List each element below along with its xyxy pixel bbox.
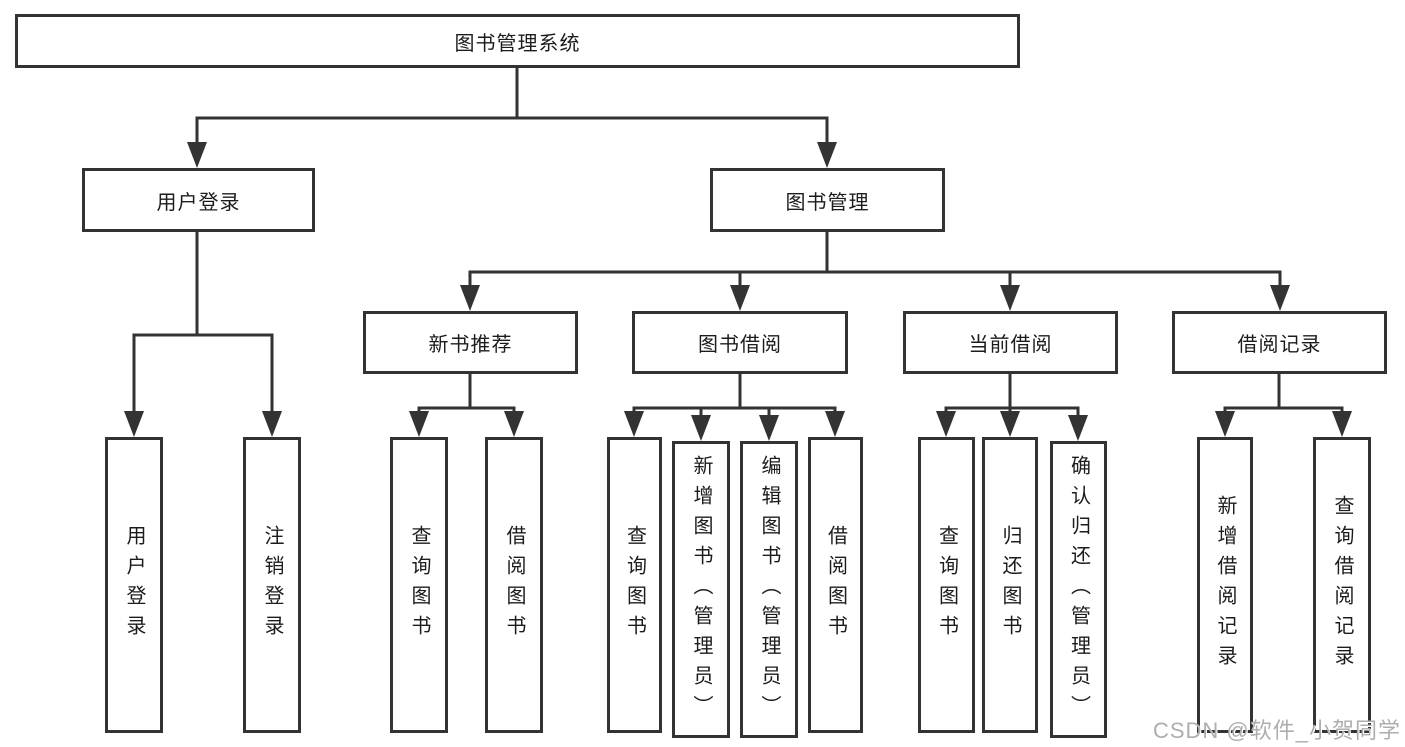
leaf-confirm-return-admin-label: 确认归还（管理员） xyxy=(1067,454,1090,725)
node-user-login: 用户登录 xyxy=(82,168,315,232)
connector-user-login-children xyxy=(124,230,282,437)
leaf-user-login: 用户登录 xyxy=(105,437,163,733)
leaf-borrow-books-1: 借阅图书 xyxy=(485,437,543,733)
leaf-logout-label: 注销登录 xyxy=(261,525,283,645)
leaf-confirm-return-admin: 确认归还（管理员） xyxy=(1050,441,1107,738)
leaf-query-books-3: 查询图书 xyxy=(918,437,975,733)
leaf-query-books-3-label: 查询图书 xyxy=(935,525,958,645)
leaf-add-borrow-record: 新增借阅记录 xyxy=(1197,437,1253,733)
csdn-watermark: CSDN @软件_小贺同学 xyxy=(1152,718,1401,743)
node-new-book-recommend: 新书推荐 xyxy=(363,311,578,374)
node-book-management: 图书管理 xyxy=(710,168,945,232)
leaf-query-borrow-record-label: 查询借阅记录 xyxy=(1331,495,1353,675)
leaf-edit-book-admin: 编辑图书（管理员） xyxy=(740,441,798,738)
leaf-edit-book-admin-label: 编辑图书（管理员） xyxy=(758,454,780,725)
leaf-add-book-admin: 新增图书（管理员） xyxy=(672,441,730,738)
node-current-borrow: 当前借阅 xyxy=(903,311,1118,374)
leaf-query-borrow-record: 查询借阅记录 xyxy=(1313,437,1371,733)
connector-root-to-level1 xyxy=(187,66,837,168)
connector-new-book-children xyxy=(409,372,524,437)
leaf-return-books-label: 归还图书 xyxy=(999,525,1021,645)
node-borrow-records: 借阅记录 xyxy=(1172,311,1387,374)
node-book-borrow: 图书借阅 xyxy=(632,311,848,374)
leaf-logout: 注销登录 xyxy=(243,437,301,733)
connector-book-borrow-children xyxy=(624,372,845,441)
leaf-borrow-books-1-label: 借阅图书 xyxy=(503,525,525,645)
leaf-add-book-admin-label: 新增图书（管理员） xyxy=(690,454,712,725)
leaf-query-books-1-label: 查询图书 xyxy=(408,525,430,645)
leaf-borrow-books-2: 借阅图书 xyxy=(808,437,863,733)
connector-current-borrow-children xyxy=(936,372,1088,441)
connector-borrow-record-children xyxy=(1215,372,1352,437)
node-root: 图书管理系统 xyxy=(15,14,1020,68)
leaf-query-books-1: 查询图书 xyxy=(390,437,448,733)
leaf-user-login-label: 用户登录 xyxy=(123,525,145,645)
leaf-add-borrow-record-label: 新增借阅记录 xyxy=(1214,495,1236,675)
connector-book-management-children xyxy=(460,230,1290,311)
leaf-query-books-2: 查询图书 xyxy=(607,437,662,733)
leaf-borrow-books-2-label: 借阅图书 xyxy=(824,525,847,645)
leaf-query-books-2-label: 查询图书 xyxy=(623,525,646,645)
leaf-return-books: 归还图书 xyxy=(982,437,1038,733)
